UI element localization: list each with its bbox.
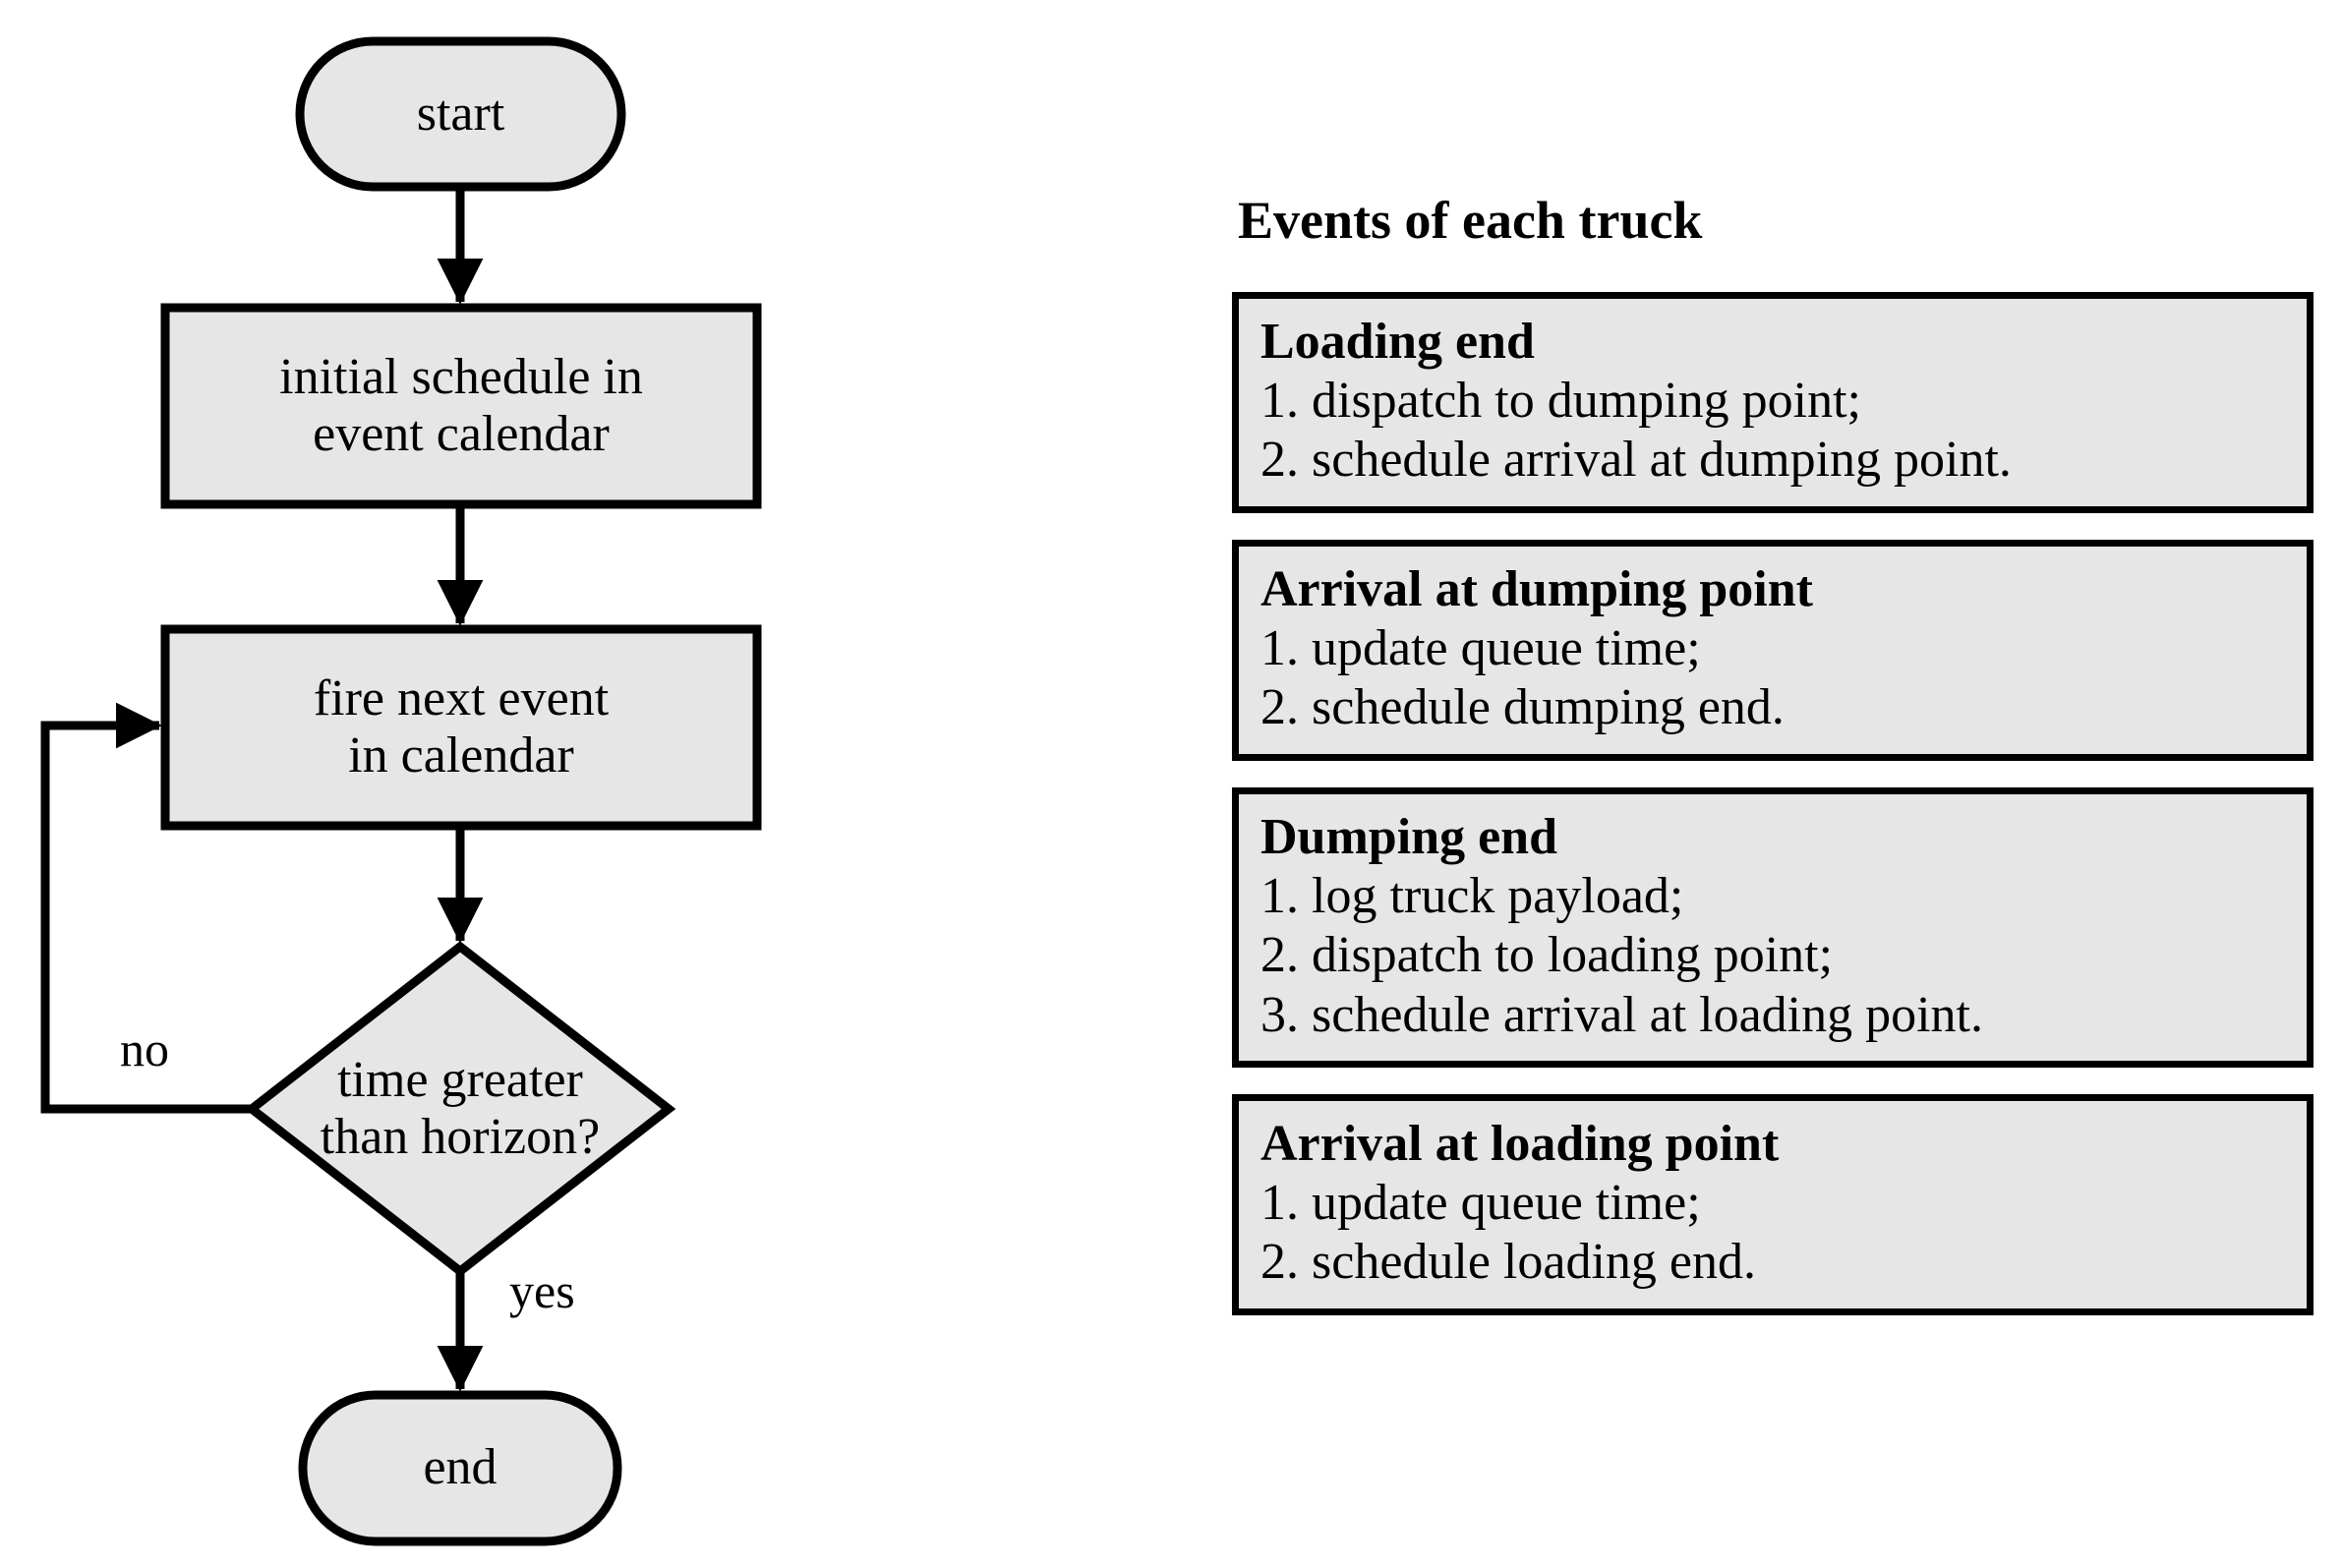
- event-step: 2. dispatch to loading point;: [1260, 927, 1834, 984]
- process-node-initial-schedule: [160, 303, 762, 509]
- event-step: 2. schedule arrival at dumping point.: [1260, 432, 2012, 489]
- edge-no-loop: [40, 702, 252, 1114]
- edge-label-yes: yes: [509, 1263, 575, 1318]
- event-box-title: Loading end: [1260, 313, 1535, 370]
- flowchart-graphic: [40, 36, 762, 1546]
- edge-label-no: no: [120, 1021, 169, 1076]
- event-box-arrival-at-loading-point: Arrival at loading point 1. update queue…: [1232, 1093, 2314, 1315]
- start-node: [295, 36, 626, 192]
- event-box-title: Dumping end: [1260, 808, 1557, 865]
- event-step: 2. schedule loading end.: [1260, 1234, 1756, 1291]
- event-step: 1. update queue time;: [1260, 1175, 1701, 1232]
- events-panel-title: Events of each truck: [1238, 191, 1703, 250]
- event-box-arrival-at-dumping-point: Arrival at dumping point 1. update queue…: [1232, 539, 2314, 761]
- events-panel: Events of each truck Loading end 1. disp…: [1232, 193, 2314, 1315]
- event-box-dumping-end: Dumping end 1. log truck payload; 2. dis…: [1232, 786, 2314, 1068]
- event-step: 3. schedule arrival at loading point.: [1260, 986, 1984, 1043]
- event-step: 2. schedule dumping end.: [1260, 679, 1785, 736]
- event-box-loading-end: Loading end 1. dispatch to dumping point…: [1232, 291, 2314, 513]
- event-box-title: Arrival at dumping point: [1260, 560, 1813, 617]
- process-node-fire-next-event: [160, 624, 762, 831]
- event-box-title: Arrival at loading point: [1260, 1115, 1780, 1172]
- event-step: 1. dispatch to dumping point;: [1260, 373, 1861, 429]
- event-step: 1. update queue time;: [1260, 619, 1701, 676]
- end-node: [298, 1390, 622, 1546]
- decision-node-time-greater-than-horizon: [244, 941, 676, 1277]
- event-step: 1. log truck payload;: [1260, 867, 1684, 924]
